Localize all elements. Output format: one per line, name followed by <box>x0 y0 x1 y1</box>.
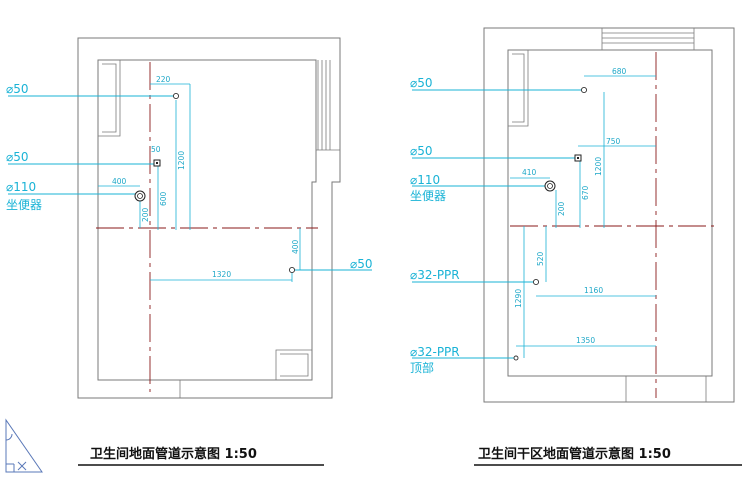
right-label-top-part: 顶部 <box>410 360 434 375</box>
right-plan-title: 卫生间干区地面管道示意图 1:50 <box>478 446 671 462</box>
right-label-d50-top: ⌀50 <box>410 76 433 90</box>
right-label-d50-mid: ⌀50 <box>410 144 433 158</box>
right-dim-670: 670 <box>581 185 590 200</box>
left-dim-220: 220 <box>156 75 171 84</box>
right-label-ppr2: ⌀32-PPR <box>410 345 460 359</box>
right-dim-680: 680 <box>612 67 627 76</box>
left-dim-400b: 400 <box>291 239 300 254</box>
right-label-ppr1: ⌀32-PPR <box>410 268 460 282</box>
left-inner-wall <box>97 59 317 381</box>
left-label-d110: ⌀110 <box>6 180 36 194</box>
right-pipe-d110 <box>544 180 556 192</box>
triangle-symbol <box>5 418 43 473</box>
right-pipe-d50-top <box>580 86 588 94</box>
left-dim-50: 50 <box>151 145 161 154</box>
left-label-d50-top: ⌀50 <box>6 82 29 96</box>
right-dim-410: 410 <box>522 168 537 177</box>
left-dim-600: 600 <box>159 191 168 206</box>
right-pipe-ppr1 <box>532 278 540 286</box>
left-floor-plan: ⌀50 ⌀50 ⌀110 坐便器 ⌀50 220 1200 50 600 400… <box>6 37 373 399</box>
right-dim-200: 200 <box>557 201 566 216</box>
left-fixture-bottom <box>275 349 313 381</box>
right-label-d110: ⌀110 <box>410 173 440 187</box>
right-dim-1350: 1350 <box>576 336 595 345</box>
right-fixture-top <box>508 49 529 127</box>
right-dim-520: 520 <box>536 251 545 266</box>
left-outer-wall <box>77 37 341 399</box>
left-plan-title: 卫生间地面管道示意图 1:50 <box>90 446 257 462</box>
right-label-toilet: 坐便器 <box>410 189 446 203</box>
left-label-toilet: 坐便器 <box>6 198 42 212</box>
right-pipe-ppr2 <box>513 355 519 361</box>
left-pipe-d110 <box>134 190 146 202</box>
right-dim-1200: 1200 <box>594 157 603 176</box>
left-dim-400: 400 <box>112 177 127 186</box>
left-pipe-d50-top <box>172 92 180 100</box>
left-label-d50-right: ⌀50 <box>350 257 373 271</box>
left-pipe-d50-right <box>288 266 296 274</box>
left-dim-1320: 1320 <box>212 270 231 279</box>
left-fixture-top <box>98 59 121 137</box>
left-dim-1200: 1200 <box>177 151 186 170</box>
right-door <box>625 375 707 403</box>
right-inner-wall <box>507 49 713 377</box>
left-dim-200: 200 <box>141 207 150 222</box>
left-bottom-step <box>98 379 181 398</box>
left-label-d50-mid: ⌀50 <box>6 150 29 164</box>
right-floor-plan: ⌀50 ⌀50 ⌀110 坐便器 ⌀32-PPR ⌀32-PPR 顶部 680 … <box>410 27 735 403</box>
right-dim-1160: 1160 <box>584 286 603 295</box>
right-window <box>601 27 695 51</box>
right-dim-1290: 1290 <box>514 289 523 308</box>
right-dim-750: 750 <box>606 137 621 146</box>
left-window <box>316 60 340 151</box>
